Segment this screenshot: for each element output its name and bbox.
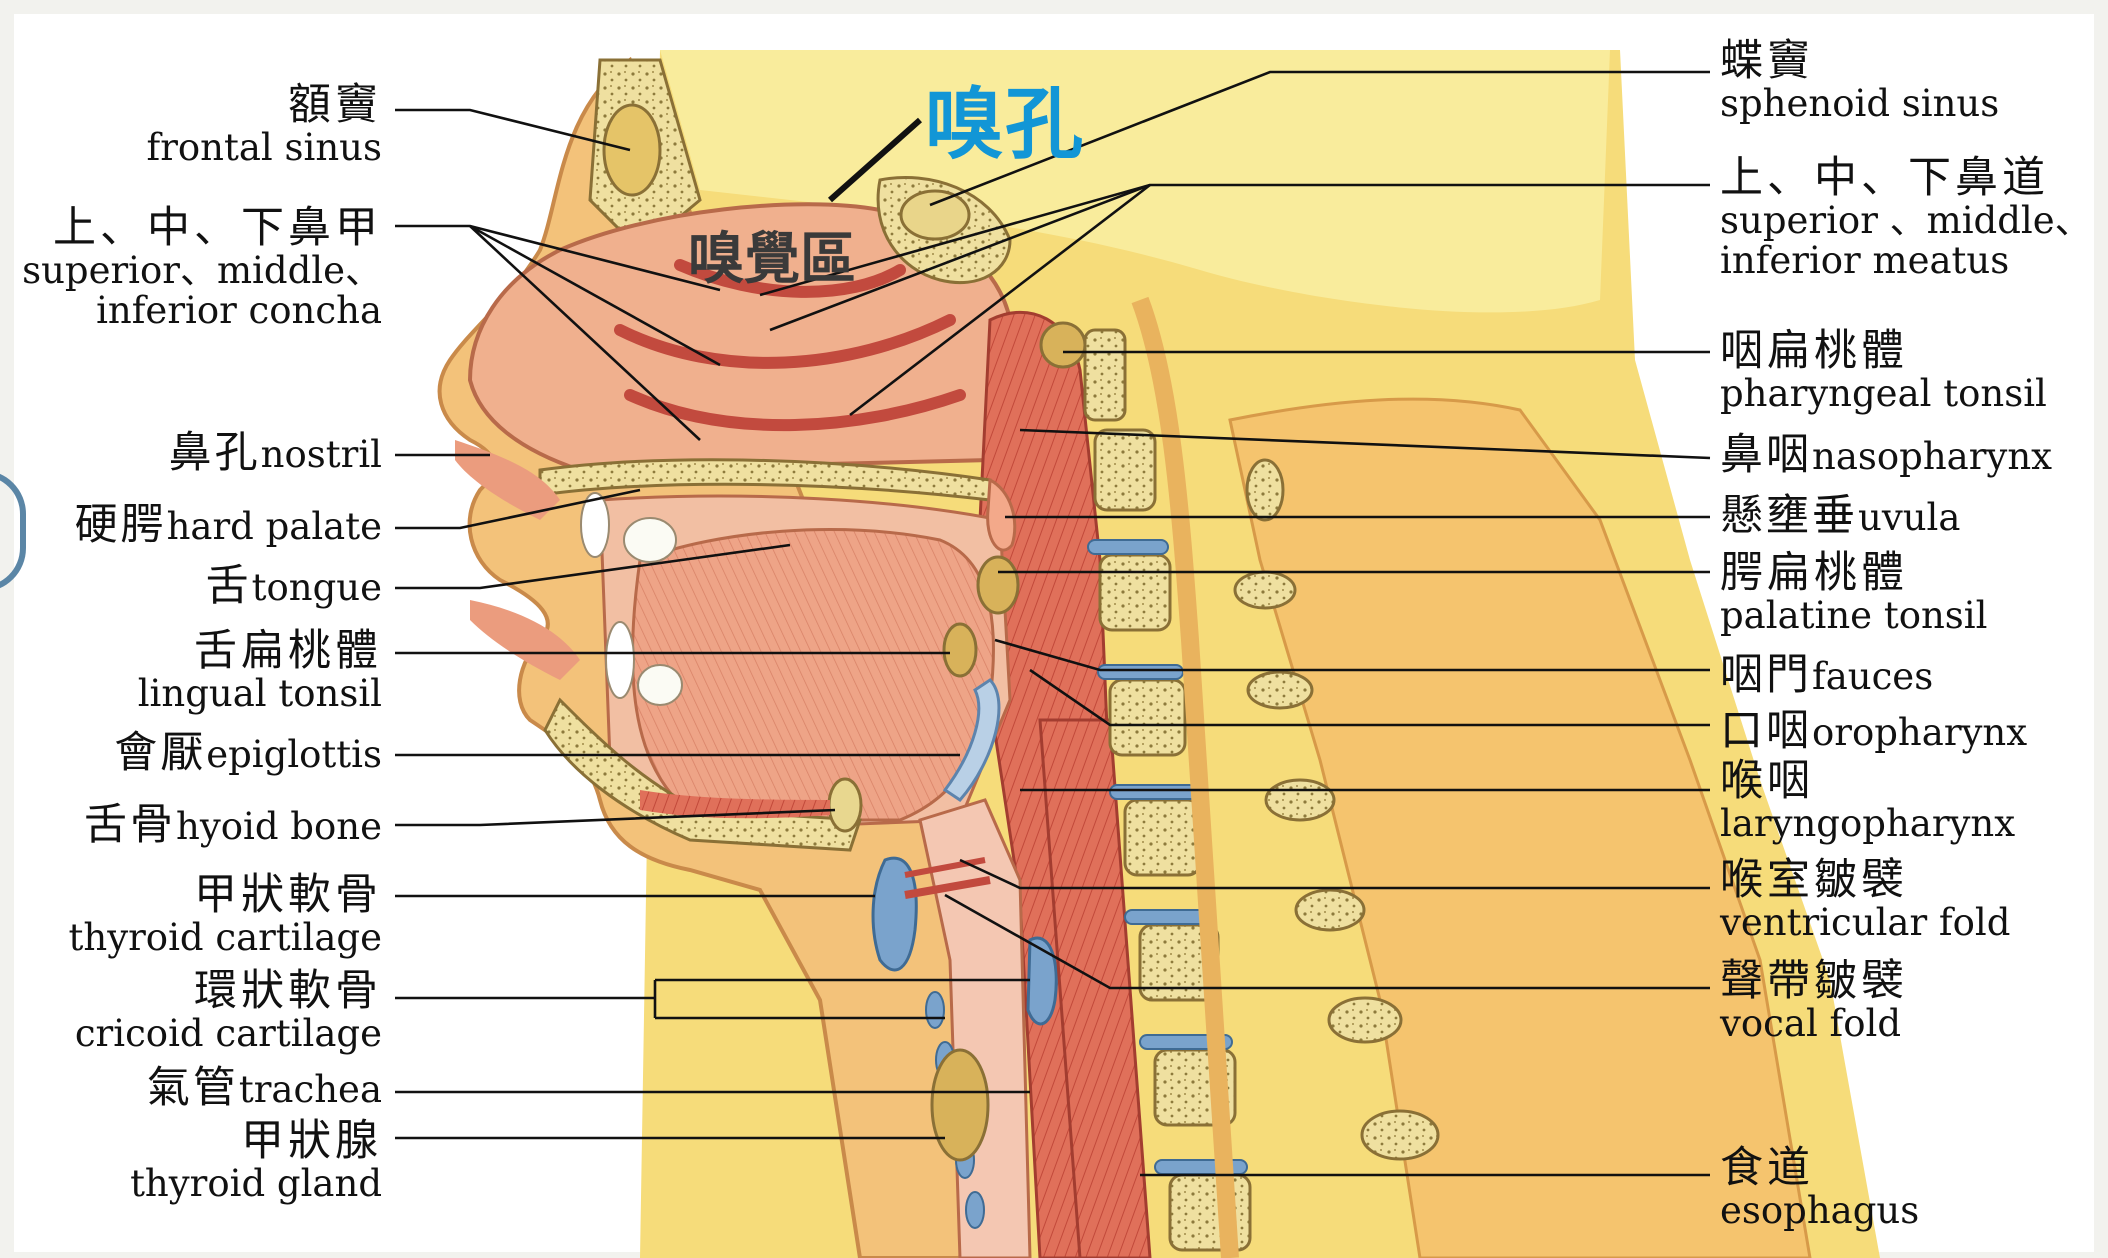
label-ventricular-fold-en: ventricular fold [1720,903,2010,943]
label-meatus: 上、中、下鼻道 superior 、middle、 inferior meatu… [1720,155,2092,281]
label-cricoid-cartilage: 環狀軟骨 cricoid cartilage [75,968,382,1054]
label-fauces: 咽門fauces [1720,652,1933,698]
label-fauces-zh: 咽門 [1720,650,1812,700]
label-ventricular-fold: 喉室皺襞 ventricular fold [1720,857,2010,943]
sphenoid-sinus-shape [901,191,969,239]
upper-molar [624,518,676,562]
label-thyroid-gland-zh: 甲狀腺 [130,1118,382,1164]
label-frontal-sinus-en: frontal sinus [147,128,382,168]
label-nasopharynx: 鼻咽nasopharynx [1720,432,2052,478]
frontal-sinus-shape [604,105,660,195]
label-cricoid-cartilage-en: cricoid cartilage [75,1014,382,1054]
lower-molar [638,665,682,705]
label-sphenoid-sinus: 蝶竇 sphenoid sinus [1720,38,1999,124]
olfactory-region-annotation: 嗅覺區 [688,214,856,295]
label-fauces-en: fauces [1812,655,1933,698]
label-nasopharynx-en: nasopharynx [1812,435,2052,478]
label-lingual-tonsil: 舌扁桃體 lingual tonsil [138,628,382,714]
label-nostril-en: nostril [261,433,382,476]
label-lingual-tonsil-en: lingual tonsil [138,674,382,714]
label-oropharynx-en: oropharynx [1812,711,2027,754]
label-hard-palate-en: hard palate [167,505,382,548]
palatine-tonsil-shape [978,557,1018,613]
label-hyoid-bone-zh: 舌骨 [84,800,176,850]
label-vocal-fold-en: vocal fold [1720,1004,1908,1044]
label-vocal-fold: 聲帶皺襞 vocal fold [1720,958,1908,1044]
label-oropharynx: 口咽oropharynx [1720,708,2027,754]
label-tongue-zh: 舌 [206,561,252,611]
label-meatus-en1: superior 、middle、 [1720,201,2092,241]
label-esophagus-zh: 食道 [1720,1145,1919,1191]
label-laryngopharynx-en: laryngopharynx [1720,804,2015,844]
label-pharyngeal-tonsil-zh: 咽扁桃體 [1720,328,2047,374]
thyroid-gland-shape [932,1050,988,1160]
label-nostril-zh: 鼻孔 [169,428,261,478]
label-frontal-sinus: 額竇 frontal sinus [147,82,382,168]
label-tongue-en: tongue [252,566,382,609]
label-thyroid-gland: 甲狀腺 thyroid gland [130,1118,382,1204]
olfactory-foramen-annotation: 嗅孔 [925,62,1085,174]
label-concha: 上、中、下鼻甲 superior、middle、 inferior concha [22,205,382,331]
label-ventricular-fold-zh: 喉室皺襞 [1720,857,2010,903]
label-trachea-en: trachea [239,1068,382,1111]
label-hyoid-bone-en: hyoid bone [176,805,382,848]
label-sphenoid-sinus-zh: 蝶竇 [1720,38,1999,84]
label-hyoid-bone: 舌骨hyoid bone [84,802,382,848]
label-concha-en1: superior、middle、 [22,251,382,291]
label-epiglottis: 會厭epiglottis [114,730,382,776]
label-esophagus-en: esophagus [1720,1191,1919,1231]
label-nasopharynx-zh: 鼻咽 [1720,430,1812,480]
label-hard-palate-zh: 硬腭 [75,500,167,550]
label-lingual-tonsil-zh: 舌扁桃體 [138,628,382,674]
label-thyroid-cartilage-en: thyroid cartilage [69,918,383,958]
label-thyroid-cartilage: 甲狀軟骨 thyroid cartilage [69,872,383,958]
label-palatine-tonsil-en: palatine tonsil [1720,596,1987,636]
label-laryngopharynx-zh: 喉咽 [1720,758,2015,804]
label-esophagus: 食道 esophagus [1720,1145,1919,1231]
label-cricoid-cartilage-zh: 環狀軟骨 [75,968,382,1014]
label-vocal-fold-zh: 聲帶皺襞 [1720,958,1908,1004]
label-palatine-tonsil: 腭扁桃體 palatine tonsil [1720,550,1987,636]
hyoid-shape [829,779,861,831]
label-sphenoid-sinus-en: sphenoid sinus [1720,84,1999,124]
label-nostril: 鼻孔nostril [169,430,382,476]
tongue-shape [633,530,994,820]
label-concha-zh: 上、中、下鼻甲 [22,205,382,251]
label-pharyngeal-tonsil-en: pharyngeal tonsil [1720,374,2047,414]
label-concha-en2: inferior concha [22,291,382,331]
label-oropharynx-zh: 口咽 [1720,706,1812,756]
label-laryngopharynx: 喉咽 laryngopharynx [1720,758,2015,844]
label-epiglottis-en: epiglottis [206,733,382,776]
label-uvula-zh: 懸壅垂 [1720,491,1858,541]
label-trachea: 氣管trachea [147,1065,382,1111]
label-palatine-tonsil-zh: 腭扁桃體 [1720,550,1987,596]
label-uvula-en: uvula [1858,496,1960,539]
label-meatus-en2: inferior meatus [1720,241,2092,281]
label-epiglottis-zh: 會厭 [114,728,206,778]
label-tongue: 舌tongue [206,563,382,609]
label-uvula: 懸壅垂uvula [1720,493,1960,539]
lower-tooth [606,622,634,698]
label-trachea-zh: 氣管 [147,1063,239,1113]
label-thyroid-cartilage-zh: 甲狀軟骨 [69,872,383,918]
label-meatus-zh: 上、中、下鼻道 [1720,155,2092,201]
lingual-tonsil-shape [944,624,976,676]
label-thyroid-gland-en: thyroid gland [130,1164,382,1204]
label-frontal-sinus-zh: 額竇 [147,82,382,128]
pharyngeal-tonsil-shape [1041,323,1085,367]
label-hard-palate: 硬腭hard palate [75,502,382,548]
label-pharyngeal-tonsil: 咽扁桃體 pharyngeal tonsil [1720,328,2047,414]
